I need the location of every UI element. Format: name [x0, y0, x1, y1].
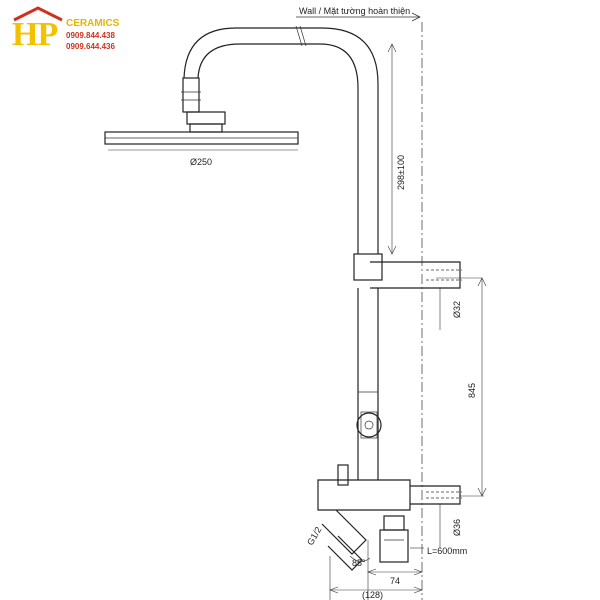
mixer-height-label: 845 — [467, 383, 477, 398]
inlet-thread-label: G1/2 — [305, 525, 323, 547]
slide-connector: Ø32 — [353, 253, 482, 330]
logo-phone-1: 0909.844.438 — [66, 31, 115, 40]
angled-inlet: G1/2 85° — [305, 509, 371, 571]
logo-phone-2: 0909.644.436 — [66, 42, 115, 51]
hose-length-label: L=600mm — [427, 546, 467, 556]
riser-height-label: 298±100 — [396, 155, 406, 190]
bottom-dimensions: 74 (128) — [329, 540, 423, 600]
head-diameter-label: Ø250 — [190, 157, 212, 167]
spout-diameter-label: Ø36 — [452, 519, 462, 536]
bar-diameter-label: Ø32 — [452, 301, 462, 318]
house-roof-icon — [13, 6, 63, 22]
logo-name: CERAMICS — [66, 18, 120, 29]
lower-riser-pipe — [357, 288, 379, 480]
wall-line: Wall / Mặt tường hoàn thiện — [296, 6, 423, 600]
angle-label: 85° — [352, 558, 366, 568]
shower-head: Ø250 — [104, 131, 299, 167]
mixer-height-dimension: 845 — [467, 277, 487, 497]
shower-arm — [181, 25, 379, 254]
wall-label: Wall / Mặt tường hoàn thiện — [299, 6, 410, 16]
hp-ceramics-logo: HP CERAMICS 0909.844.438 0909.644.436 — [6, 6, 128, 58]
diverter-knob — [356, 411, 382, 439]
hose-outlet: L=600mm — [379, 515, 467, 563]
offset-74-label: 74 — [390, 576, 400, 586]
riser-height-dimension: 298±100 — [387, 43, 406, 255]
mixer-body: Ø36 — [317, 464, 484, 548]
logo-brand: HP — [12, 16, 58, 53]
offset-128-label: (128) — [362, 590, 383, 600]
